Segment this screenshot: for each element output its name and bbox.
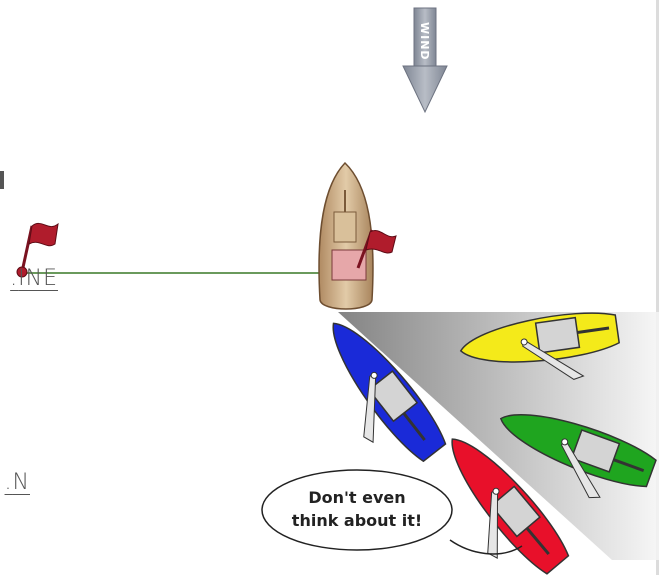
wind-arrow: WIND (402, 7, 448, 114)
bubble-line-1: Don't even (308, 488, 405, 507)
wind-label: WIND (418, 22, 431, 61)
pin-flag-icon (16, 222, 59, 278)
page-edge-line (656, 0, 659, 575)
boat-blue (332, 322, 447, 463)
boat-yellow (459, 312, 620, 380)
committee-flag-icon (356, 229, 397, 269)
committee-boat (318, 161, 397, 310)
cut-off-text-other: N. (4, 470, 30, 495)
bubble-line-2: think about it! (292, 511, 422, 530)
boat-green (499, 414, 657, 499)
cut-off-text-line: INE. (10, 266, 58, 291)
speech-bubble: Don't even think about it! (261, 469, 523, 555)
cut-off-text-fragment (0, 171, 4, 189)
